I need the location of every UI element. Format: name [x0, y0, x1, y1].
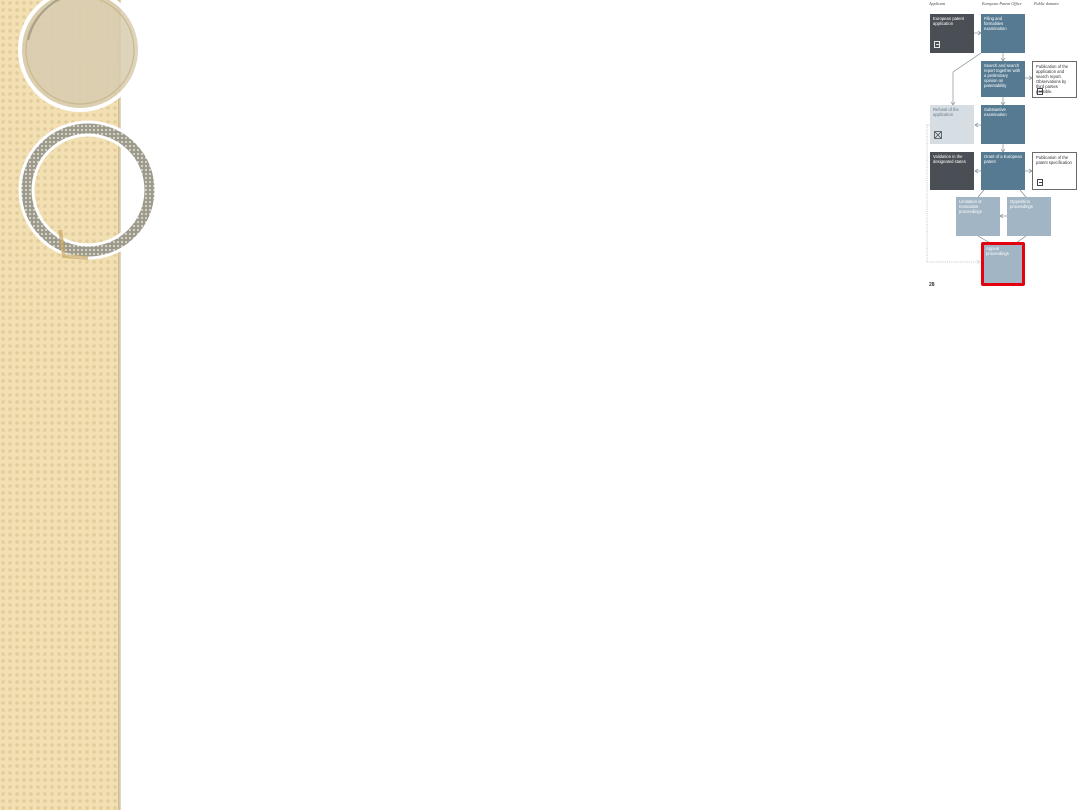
box-label: Filing and formalities examination — [984, 16, 1007, 31]
box-opposition-proceedings: Opposition proceedings — [1007, 197, 1051, 236]
box-publication-application: Publication of the application and searc… — [1032, 61, 1077, 98]
document-icon — [934, 41, 940, 48]
box-label: Publication of the application and searc… — [1036, 64, 1069, 94]
box-filing-examination: Filing and formalities examination — [981, 14, 1025, 53]
box-publication-specification: Publication of the patent specification — [1032, 152, 1077, 190]
box-substantive-examination: Substantive examination — [981, 105, 1025, 144]
document-icon — [1037, 179, 1043, 186]
lower-ring-mesh — [20, 122, 156, 258]
band-edge-divider — [118, 0, 121, 810]
box-grant-european-patent: Grant of a European patent — [981, 152, 1025, 190]
box-label: Search and search report together with a… — [984, 63, 1021, 88]
highlight-frame — [981, 242, 1025, 286]
box-label: Validation in the designated states — [933, 154, 966, 164]
box-label: Appeal proceedings — [986, 246, 1009, 256]
box-validation-designated-states: Validation in the designated states — [930, 152, 974, 190]
lower-ring-inner — [31, 133, 145, 247]
column-heading-public: Public domain — [1034, 1, 1059, 6]
box-label: Limitation or revocation proceedings — [959, 199, 982, 214]
box-european-patent-application: European patent application — [930, 14, 974, 53]
upper-ring-fill — [20, 0, 140, 110]
box-label: Refusal of the application — [933, 107, 959, 117]
patent-process-flowchart: Applicant European Patent Office Public … — [926, 0, 1080, 300]
box-search-report: Search and search report together with a… — [981, 61, 1025, 97]
column-heading-epo: European Patent Office — [982, 1, 1022, 6]
box-refusal-application: Refusal of the application — [930, 105, 974, 144]
box-label: Publication of the patent specification — [1036, 155, 1072, 165]
box-label: Opposition proceedings — [1010, 199, 1033, 209]
box-appeal-proceedings: Appeal proceedings — [983, 244, 1023, 284]
column-heading-applicant: Applicant — [929, 1, 946, 6]
document-icon — [1037, 88, 1043, 95]
upper-ring — [18, 0, 142, 112]
box-limitation-revocation: Limitation or revocation proceedings — [956, 197, 1000, 236]
box-label: Grant of a European patent — [984, 154, 1022, 164]
flowchart-connectors — [926, 30, 1033, 265]
box-label: European patent application — [933, 16, 964, 26]
box-label: Substantive examination — [984, 107, 1007, 117]
page-number: 28 — [929, 282, 935, 288]
decorative-rings — [18, 0, 158, 260]
rejected-document-icon — [934, 131, 942, 139]
